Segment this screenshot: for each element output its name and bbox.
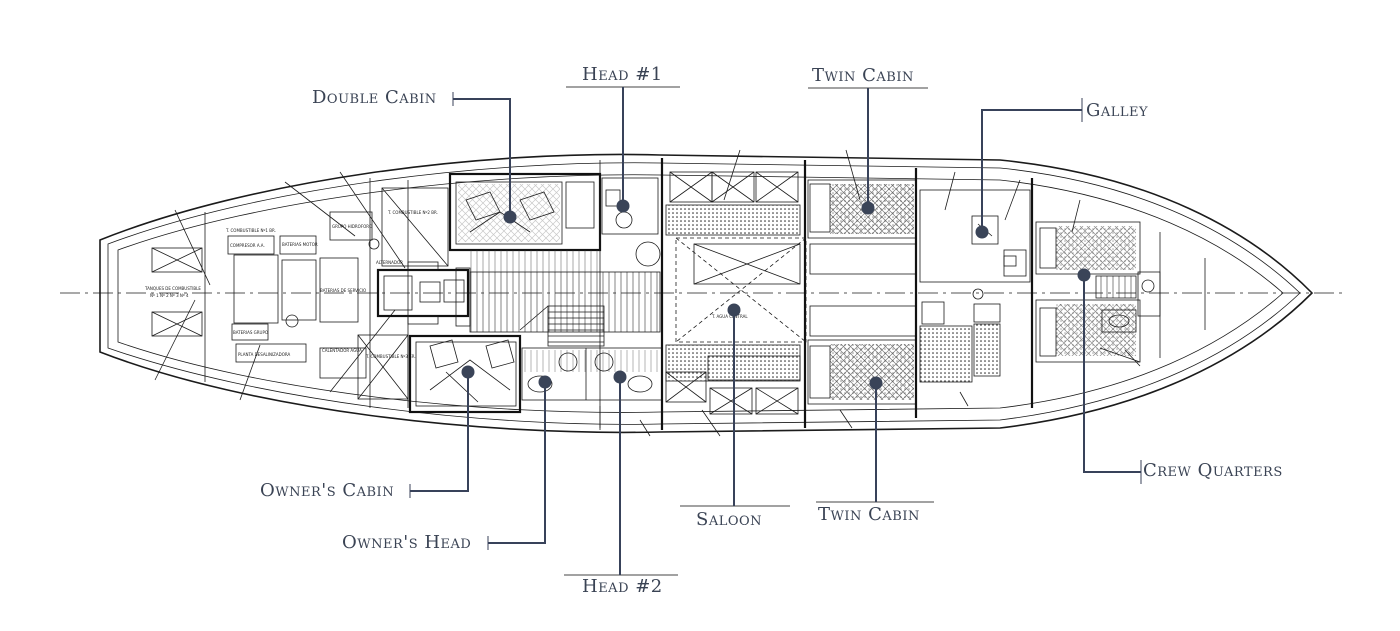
- head-2-marker: [613, 370, 627, 384]
- fuel-tank-1-text: T. COMBUSTIBLE Nº1 BR.: [225, 228, 276, 233]
- crew-quarters-plan: [1035, 221, 1206, 363]
- twin-cabin-bottom-marker: [869, 376, 883, 390]
- owners-head-plan: [521, 347, 663, 401]
- bulkheads: [599, 158, 807, 430]
- galley-marker: [975, 225, 989, 239]
- hydrophore-text: GRUPO HIDROFORO: [332, 224, 372, 229]
- structural-lines: [599, 149, 1141, 437]
- saloon-marker: [727, 303, 741, 317]
- double-cabin-label: Double Cabin: [312, 87, 437, 108]
- lazarette-area: TANQUES DE COMBUSTIBLE Nº 1 Nº 2 Nº 3 Nº…: [144, 209, 211, 382]
- leader-lines: [409, 86, 1142, 576]
- twin-cabin-top-label: Twin Cabin: [812, 65, 914, 86]
- twin-cabin-top-marker: [861, 201, 875, 215]
- owners-cabin-marker: [461, 365, 475, 379]
- engine-tanks: T. COMBUSTIBLE Nº2 BR. T. COMBUSTIBLE Nº…: [357, 180, 449, 408]
- hull-outline: [60, 153, 1345, 434]
- twin-cabin-bottom-label: Twin Cabin: [818, 504, 920, 525]
- alternator-text: ALTERNADOR: [376, 260, 403, 265]
- water-heater-text: CALENTADOR AGUA: [322, 348, 362, 353]
- head-1-plan: [601, 177, 661, 267]
- double-cabin-plan: [448, 172, 602, 252]
- compressor-text: COMPRESOR A.A.: [230, 243, 265, 248]
- head-1-label: Head #1: [582, 64, 663, 85]
- fuel-tank-3-text: T. COMBUSTIBLE Nº3 ER.: [365, 354, 416, 359]
- desalination-text: PLANTA DESALINIZADORA: [238, 352, 290, 357]
- double-cabin-marker: [503, 210, 517, 224]
- owners-head-marker: [538, 375, 552, 389]
- owners-cabin-label: Owner's Cabin: [260, 480, 395, 501]
- crew-quarters-marker: [1077, 268, 1091, 282]
- battery-charger-text: BATERIAS GRUPO: [233, 330, 268, 335]
- fuel-tanks-sub-text: Nº 1 Nº 2 Nº 3 Nº 4: [150, 293, 189, 298]
- batteries-motor-text: BATERIAS MOTOR: [282, 242, 318, 247]
- fuel-tanks-text: TANQUES DE COMBUSTIBLE: [144, 286, 201, 291]
- fuel-tank-2-text: T. COMBUSTIBLE Nº2 BR.: [387, 210, 438, 215]
- head-1-marker: [616, 199, 630, 213]
- crew-quarters-label: Crew Quarters: [1143, 460, 1283, 481]
- galley-plan: [919, 178, 1034, 408]
- location-markers: [461, 199, 1091, 390]
- water-tank-text: T. AGUA CENTRAL: [711, 314, 748, 319]
- engine-room: T. COMBUSTIBLE Nº1 BR. COMPRESOR A.A. BA…: [225, 171, 471, 408]
- batteries-service-text: BATERIAS DE SERVICIO: [320, 288, 366, 293]
- owners-head-label: Owner's Head: [342, 532, 472, 553]
- saloon-label: Saloon: [696, 509, 763, 530]
- companionway: [469, 250, 661, 347]
- owners-cabin-plan: [408, 334, 522, 414]
- galley-label: Galley: [1086, 100, 1149, 121]
- head-2-label: Head #2: [582, 576, 663, 597]
